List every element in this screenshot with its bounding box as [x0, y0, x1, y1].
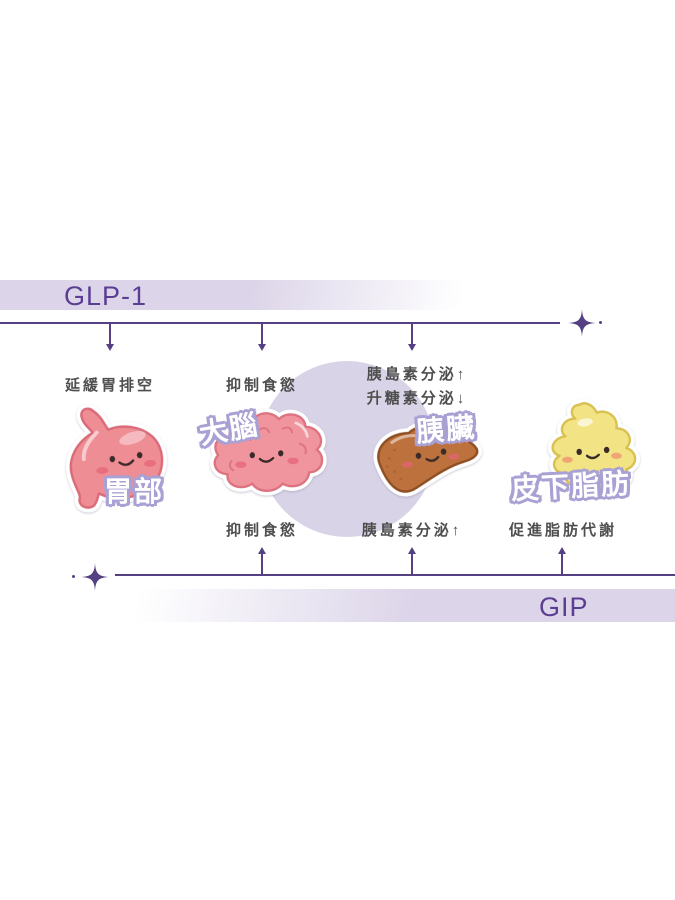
- gip-arrow-brain: [257, 547, 267, 575]
- glp1-effect-pancreas: 胰島素分泌↑ 升糖素分泌↓: [367, 363, 468, 411]
- gip-arrow-pancreas: [407, 547, 417, 575]
- glp1-effect-stomach: 延緩胃排空: [64, 377, 156, 394]
- pancreas-icon: [373, 421, 483, 497]
- dot-icon: [72, 575, 75, 578]
- stomach-label: 胃部: [104, 476, 165, 507]
- glp1-arrow-stomach: [105, 324, 115, 351]
- glp1-band: [0, 280, 482, 310]
- glp1-arrow-brain: [257, 324, 267, 351]
- gip-effect-pancreas: 胰島素分泌↑: [361, 522, 463, 539]
- glp1-arrow-pancreas: [407, 324, 417, 351]
- fat-label: 皮下脂肪: [510, 467, 632, 506]
- glp1-effect-insulin-up: 胰島素分泌↑: [366, 366, 468, 383]
- gip-band: [128, 589, 675, 622]
- gip-connector-line: [115, 574, 675, 577]
- gip-effect-brain: 抑制食慾: [225, 522, 299, 539]
- sparkle-icon: [568, 309, 596, 337]
- dot-icon: [599, 321, 602, 324]
- fat-icon: [547, 398, 640, 494]
- glp1-effect-glucagon-down: 升糖素分泌↓: [366, 390, 468, 407]
- gip-effect-fat: 促進脂肪代謝: [508, 522, 618, 539]
- glp1-title: GLP-1: [64, 281, 148, 311]
- gip-arrow-fat: [557, 547, 567, 575]
- gip-title: GIP: [539, 592, 589, 622]
- sparkle-icon: [81, 563, 109, 591]
- pancreas-label: 胰臟: [414, 411, 478, 448]
- glp1-effect-brain: 抑制食慾: [225, 377, 299, 394]
- stomach-icon: [66, 403, 167, 513]
- glp1-connector-line: [0, 322, 560, 325]
- brain-icon: [210, 408, 327, 496]
